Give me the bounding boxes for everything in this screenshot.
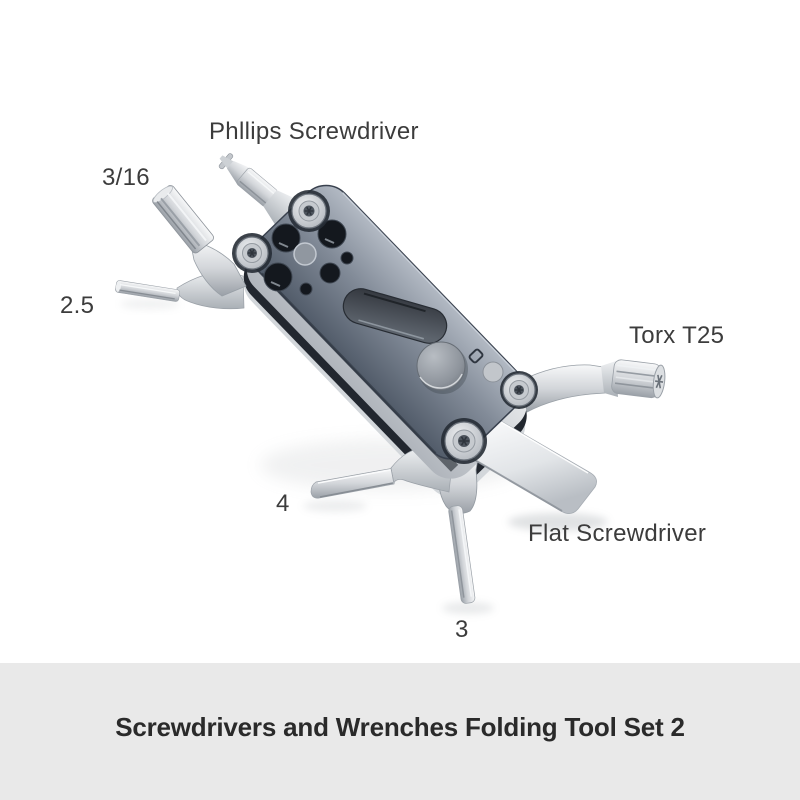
product-title: Screwdrivers and Wrenches Folding Tool S… <box>115 712 685 742</box>
bit-hole <box>340 251 354 265</box>
torx-screw <box>232 233 272 273</box>
torx-star-tip <box>655 374 664 389</box>
flat-screwdriver-blade <box>465 416 597 514</box>
torx-screw <box>500 371 538 409</box>
label-flat-screwdriver: Flat Screwdriver <box>528 520 707 547</box>
label-hex-3: 3 <box>455 616 469 643</box>
bit-hole <box>299 282 313 296</box>
label-hex-3-16: 3/16 <box>102 164 150 191</box>
label-phillips-screwdriver: Phllips Screwdriver <box>209 118 419 145</box>
label-torx-t25: Torx T25 <box>629 322 725 349</box>
thumb-stud <box>416 341 468 394</box>
bit-holes <box>263 219 354 296</box>
bit-hole <box>317 219 347 249</box>
product-image-area: Phllips Screwdriver 3/16 2.5 Torx T25 4 … <box>60 118 725 643</box>
phillips-screwdriver-bit <box>218 153 296 228</box>
torx-t25-bit <box>521 359 666 413</box>
pivot-cap <box>482 361 504 383</box>
plate-boss-circle <box>293 242 317 266</box>
bit-hole <box>263 262 293 292</box>
multi-tool-illustration <box>115 153 666 614</box>
label-hex-2-5: 2.5 <box>60 292 95 319</box>
engraved-logo-mark <box>468 348 484 364</box>
plate-details <box>232 190 538 464</box>
plate-slot <box>342 288 448 344</box>
bit-hole <box>319 262 341 284</box>
bit-hole <box>271 223 301 253</box>
pivot-screws <box>232 190 538 464</box>
caption-band: Screwdrivers and Wrenches Folding Tool S… <box>0 663 800 800</box>
label-hex-4: 4 <box>276 490 290 517</box>
hex-wrench-3-16 <box>152 185 247 297</box>
torx-screw <box>441 418 487 464</box>
torx-screw <box>288 190 330 232</box>
